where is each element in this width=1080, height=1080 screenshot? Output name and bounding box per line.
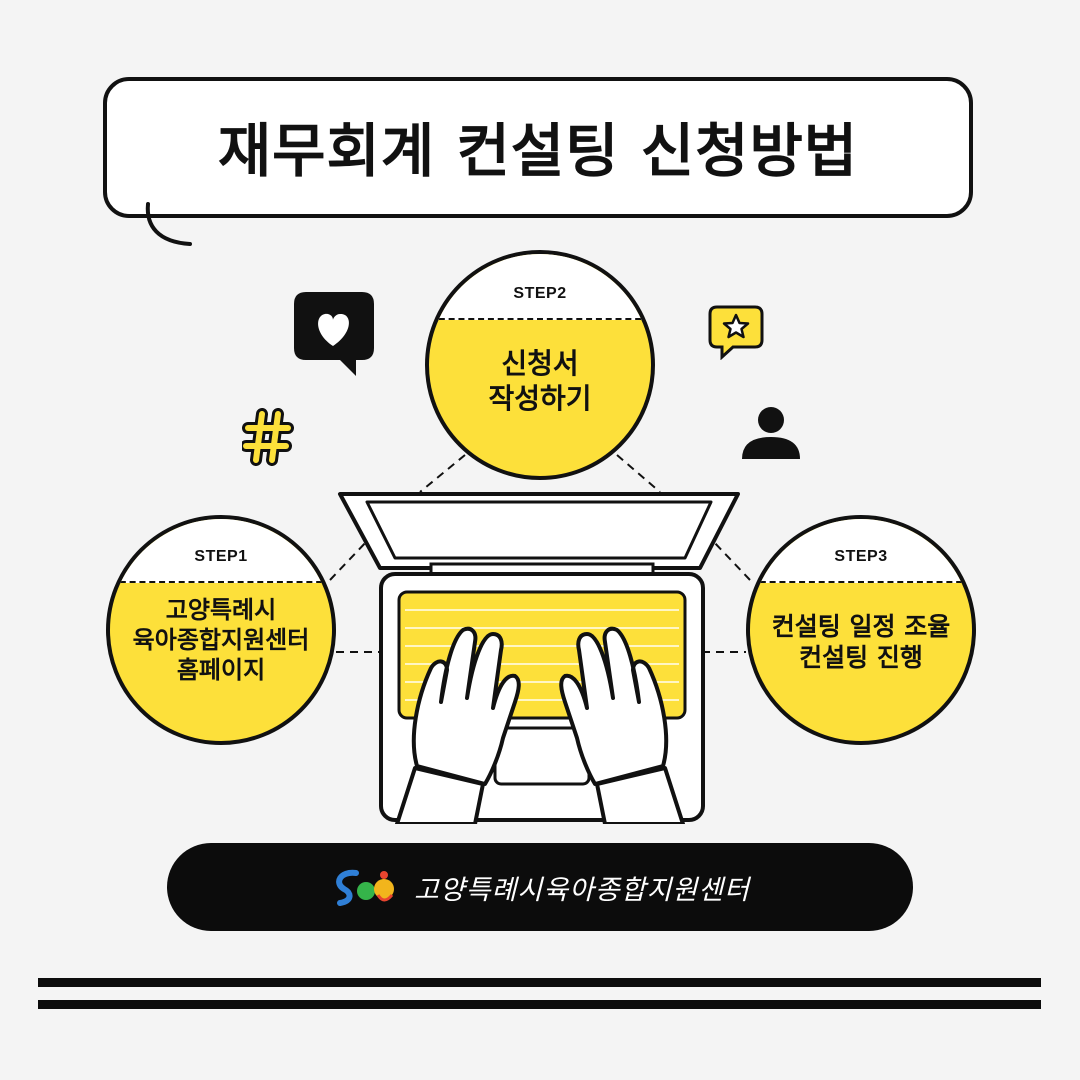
hashtag-icon — [242, 408, 294, 466]
step3-line-1: 컨설팅 일정 조율 — [771, 612, 951, 641]
divider-line-bottom — [38, 1000, 1041, 1009]
step1-line-3: 홈페이지 — [176, 656, 266, 684]
laptop-typing-illustration — [338, 492, 740, 824]
step2-description: 신청서 작성하기 — [429, 346, 651, 416]
speech-tail-icon — [145, 202, 192, 246]
step2-line-2: 작성하기 — [488, 382, 592, 415]
step2-line-1: 신청서 — [501, 347, 579, 380]
step3-circle: STEP3 컨설팅 일정 조율 컨설팅 진행 — [746, 515, 976, 745]
heart-speech-bubble-icon — [294, 292, 374, 376]
step1-description: 고양특례시 육아종합지원센터 홈페이지 — [110, 595, 332, 685]
organization-logo-icon — [336, 869, 395, 906]
star-speech-bubble-icon — [708, 305, 764, 360]
title-bubble: 재무회계 컨설팅 신청방법 — [103, 77, 973, 218]
step3-label: STEP3 — [834, 548, 888, 565]
organization-name: 고양특례시육아종합지원센터 — [414, 874, 750, 906]
divider-line-top — [38, 978, 1041, 987]
page-title: 재무회계 컨설팅 신청방법 — [217, 116, 859, 185]
organization-logo-bar: 고양특례시육아종합지원센터 — [167, 843, 913, 931]
step1-label: STEP1 — [194, 548, 248, 565]
step3-description: 컨설팅 일정 조율 컨설팅 진행 — [750, 611, 972, 674]
step1-line-2: 육아종합지원센터 — [132, 626, 310, 654]
step2-circle: STEP2 신청서 작성하기 — [425, 250, 655, 480]
step3-line-2: 컨설팅 진행 — [799, 643, 923, 673]
step1-line-1: 고양특례시 — [165, 596, 277, 624]
step2-label: STEP2 — [513, 285, 567, 302]
step1-circle: STEP1 고양특례시 육아종합지원센터 홈페이지 — [106, 515, 336, 745]
user-icon — [742, 407, 800, 459]
